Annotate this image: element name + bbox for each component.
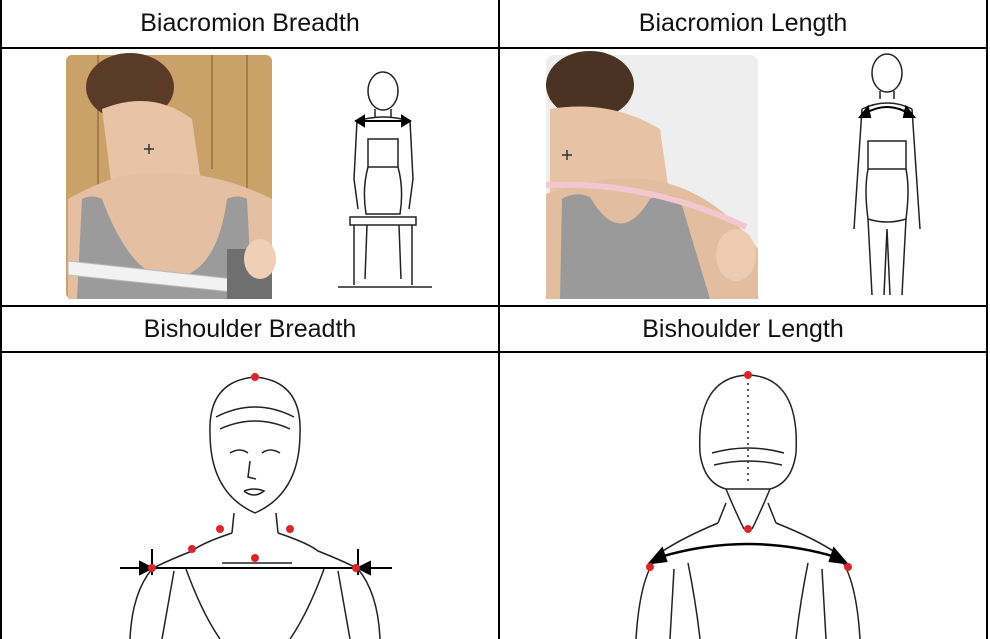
header-biacromion-breadth: Biacromion Breadth bbox=[2, 0, 498, 47]
cell-bishoulder-breadth bbox=[2, 353, 498, 639]
front-head-drawing bbox=[130, 377, 380, 639]
shoulder-arrow bbox=[860, 107, 914, 117]
breadth-arrows bbox=[120, 549, 392, 575]
cell-biacromion-length bbox=[500, 49, 986, 305]
table-border-right bbox=[986, 0, 988, 639]
back-head-drawing bbox=[636, 375, 860, 639]
photo-biacromion-length bbox=[546, 51, 758, 299]
cell-biacromion-breadth bbox=[2, 49, 498, 305]
standing-figure-drawing bbox=[854, 54, 920, 295]
header-biacromion-length: Biacromion Length bbox=[500, 0, 986, 47]
header-bishoulder-breadth: Bishoulder Breadth bbox=[2, 307, 498, 351]
landmark-points bbox=[646, 371, 852, 571]
seated-figure-drawing bbox=[338, 72, 432, 287]
cell-bishoulder-length bbox=[500, 353, 986, 639]
length-arrow bbox=[650, 544, 846, 563]
header-bishoulder-length: Bishoulder Length bbox=[500, 307, 986, 351]
landmark-points bbox=[148, 373, 360, 572]
photo-biacromion-breadth bbox=[66, 53, 276, 299]
